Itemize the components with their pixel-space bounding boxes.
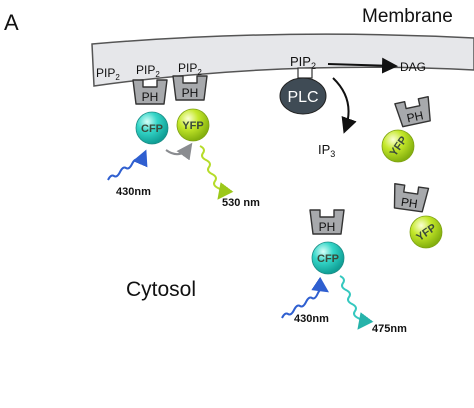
svg-text:PLC: PLC: [287, 89, 318, 106]
svg-text:PH: PH: [182, 86, 199, 100]
pip2-label-2: PIP2: [136, 63, 160, 79]
yfp-bound: YFP: [176, 108, 210, 142]
ph-domain-free-3: PH: [309, 209, 345, 235]
fret-arrow: [165, 142, 193, 161]
pip2-label-3: PIP2: [178, 61, 202, 77]
svg-text:PH: PH: [319, 220, 336, 234]
plc-enzyme: PLC: [279, 67, 327, 115]
fret-emission-wave: [199, 145, 234, 200]
cfp-emission-wave: [339, 275, 374, 330]
dag-label: DAG: [400, 60, 426, 74]
pip2-to-dag-arrow: [327, 57, 398, 74]
svg-text:YFP: YFP: [182, 120, 203, 132]
yfp-free-1: YFP: [381, 129, 415, 163]
excitation-label-left: 430nm: [116, 186, 151, 198]
ph-domain-bound-left: PH: [132, 79, 168, 105]
fret-emission-label: 530 nm: [222, 197, 260, 209]
pip2-to-ip3-arrow: [332, 77, 357, 134]
panel-label: A: [4, 10, 19, 35]
cfp-bound: CFP: [135, 111, 169, 145]
ph-domain-bound-right: PH: [172, 75, 208, 101]
svg-text:CFP: CFP: [141, 123, 163, 135]
ph-domain-free-2: PH: [390, 183, 430, 213]
svg-text:PH: PH: [400, 195, 418, 211]
pip2-label-plc: PIP2: [290, 54, 316, 71]
pip2-label-1: PIP2: [96, 66, 120, 82]
excitation-label-lower: 430nm: [294, 313, 329, 325]
svg-text:PH: PH: [405, 108, 424, 125]
svg-text:PH: PH: [142, 90, 159, 104]
cfp-free: CFP: [311, 241, 345, 275]
membrane-label: Membrane: [362, 6, 453, 27]
membrane: [91, 33, 474, 87]
ip3-label: IP3: [318, 142, 335, 159]
cytosol-label: Cytosol: [126, 278, 196, 301]
yfp-free-2: YFP: [409, 215, 443, 249]
cfp-emission-label: 475nm: [372, 323, 407, 335]
excitation-wave-left: [107, 149, 148, 181]
excitation-wave-lower: [281, 276, 329, 319]
svg-text:CFP: CFP: [317, 253, 339, 265]
ph-domain-free-1: PH: [394, 96, 434, 128]
